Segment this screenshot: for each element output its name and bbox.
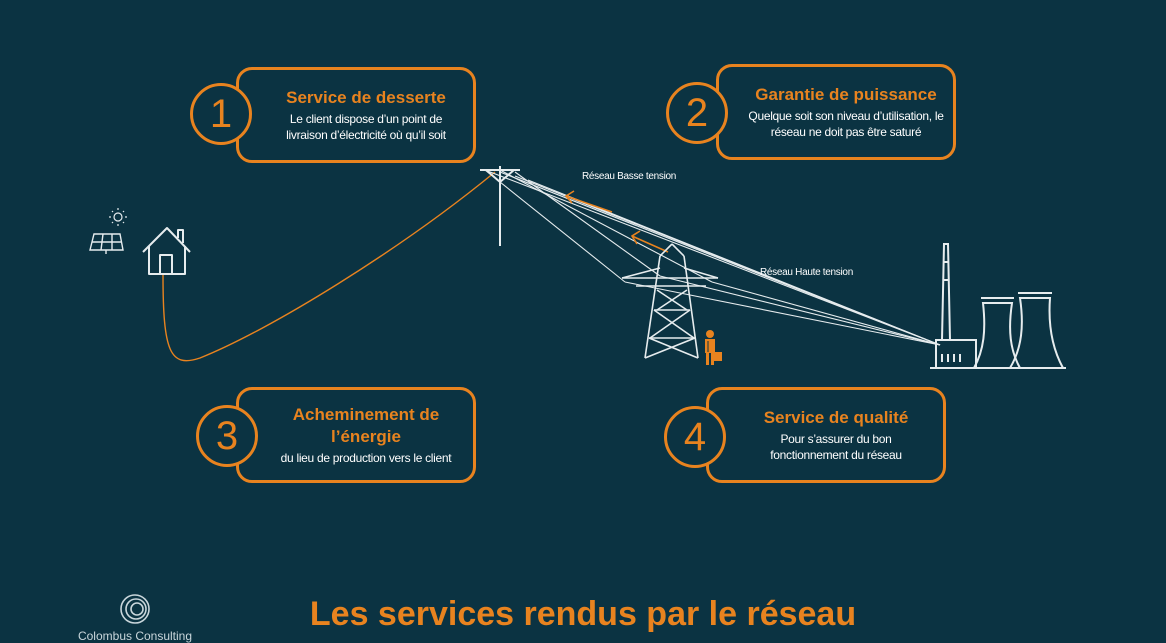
solar-panel-icon — [89, 233, 124, 254]
high-voltage-label: Réseau Haute tension — [760, 267, 853, 278]
brand-name: Colombus Consulting — [77, 629, 193, 643]
service-number-badge: 3 — [196, 405, 258, 467]
low-voltage-label: Réseau Basse tension — [582, 171, 677, 182]
service-card-qualite: Service de qualité Pour s’assurer du bon… — [706, 387, 946, 483]
service-description: Le client dispose d’un point de livraiso… — [286, 112, 446, 142]
service-description: Pour s’assurer du bon fonctionnement du … — [770, 432, 902, 462]
service-title: Acheminement de l’énergie — [292, 405, 440, 446]
house-icon — [142, 227, 191, 275]
flow-arrow-lower — [630, 230, 669, 253]
power-lines — [484, 169, 941, 346]
service-card-acheminement: Acheminement de l’énergie du lieu de pro… — [236, 387, 476, 483]
service-number-badge: 4 — [664, 406, 726, 468]
utility-pole-icon — [480, 166, 520, 246]
service-description: Quelque soit son niveau d’utilisation, l… — [748, 109, 944, 139]
pylon-icon — [621, 243, 719, 359]
brand-logo: Colombus Consulting — [60, 592, 210, 643]
service-title: Service de desserte — [286, 88, 446, 107]
service-number-badge: 1 — [190, 83, 252, 145]
service-card-puissance: Garantie de puissance Quelque soit son n… — [716, 64, 956, 160]
service-number-badge: 2 — [666, 82, 728, 144]
power-plant-icon — [930, 243, 1066, 369]
service-card-desserte: Service de desserte Le client dispose d’… — [236, 67, 476, 163]
service-title: Service de qualité — [763, 408, 909, 427]
service-description: du lieu de production vers le client — [280, 451, 452, 465]
service-title: Garantie de puissance — [755, 85, 937, 104]
sun-icon — [109, 208, 127, 226]
page-title: Les services rendus par le réseau — [309, 595, 857, 633]
flow-arrow-upper — [564, 190, 613, 213]
service-cable — [162, 171, 496, 362]
brand-logo-icon — [120, 594, 150, 624]
worker-icon — [705, 330, 722, 365]
